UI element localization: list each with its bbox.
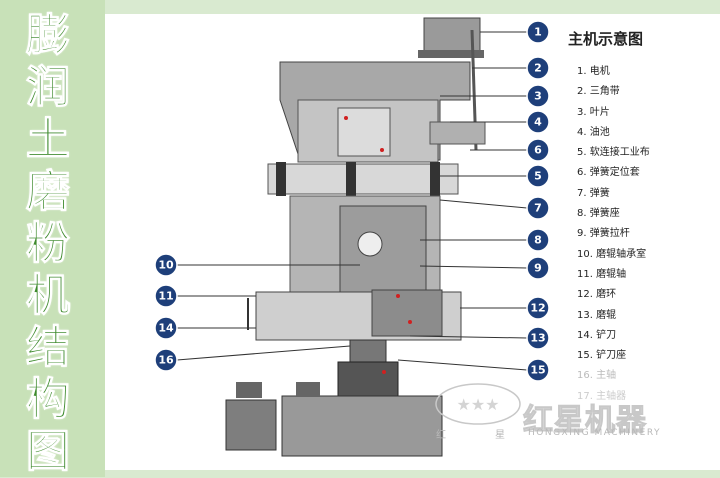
main-shaft: [349, 339, 387, 363]
callout-12: 12: [526, 296, 550, 320]
callout-5: 5: [526, 164, 550, 188]
callout-label: 7: [534, 202, 542, 215]
legend-item: 1. 电机: [577, 66, 610, 77]
red-mark: [380, 148, 384, 152]
callout-label: 12: [530, 302, 545, 315]
red-mark: [396, 294, 400, 298]
callout-13: 13: [526, 326, 550, 350]
legend-item: 15. 铲刀座: [577, 350, 627, 362]
callout-6: 6: [526, 138, 550, 162]
callout-7: 7: [526, 196, 550, 220]
callout-4: 4: [526, 110, 550, 134]
callout-label: 5: [534, 170, 542, 183]
motor-cap: [236, 382, 262, 398]
legend-item: 3. 叶片: [577, 106, 610, 118]
callout-label: 1: [534, 26, 542, 39]
callout-label: 3: [534, 90, 542, 103]
callout-label: 11: [158, 290, 173, 303]
callout-10: 10: [154, 253, 178, 277]
callout-label: 15: [530, 364, 545, 377]
title-char: 润: [26, 62, 71, 114]
callout-11: 11: [154, 284, 178, 308]
legend-item: 12. 磨环: [577, 289, 617, 301]
oil-pool: [337, 107, 391, 157]
red-mark: [344, 116, 348, 120]
callout-16: 16: [154, 348, 178, 372]
svg-text:★★★: ★★★: [456, 395, 499, 414]
red-mark: [382, 370, 386, 374]
legend-item: 5. 软连接工业布: [577, 147, 650, 159]
callout-15: 15: [526, 358, 550, 382]
bearing-housing: [357, 231, 383, 257]
title-char: 结: [26, 322, 71, 374]
legend-item: 7. 弹簧: [577, 187, 610, 199]
legend-item: 4. 油池: [577, 126, 610, 138]
grinding-ring: [371, 289, 443, 337]
watermark-small-left: 红: [436, 430, 446, 441]
title-char: 图: [26, 426, 71, 478]
spring-right: [430, 162, 440, 196]
legend-item: 11. 磨辊轴: [577, 268, 627, 280]
callout-label: 6: [534, 144, 542, 157]
reducer: [281, 395, 443, 457]
legend-list: 1. 电机 2. 三角带 3. 叶片 4. 油池 5. 软连接工业布 6. 弹簧…: [577, 62, 650, 407]
callout-9: 9: [526, 256, 550, 280]
red-mark: [408, 320, 412, 324]
spring-middle: [346, 162, 356, 196]
legend-item: 6. 弹簧定位套: [577, 167, 640, 179]
motor-base: [418, 50, 484, 58]
side-bracket: [429, 121, 486, 145]
leader-lines: [176, 31, 528, 371]
watermark-brand: 红星机器: [523, 403, 647, 439]
callout-label: 8: [534, 234, 542, 247]
callout-3: 3: [526, 84, 550, 108]
callout-label: 9: [534, 262, 542, 275]
title-char: 构: [26, 374, 71, 426]
gearbox-top: [337, 361, 399, 397]
callout-label: 2: [534, 62, 542, 75]
legend-item: 14. 铲刀: [577, 329, 617, 341]
title-char: 粉: [26, 218, 71, 270]
legend-item: 17. 主轴器: [577, 390, 627, 402]
title-char: 磨: [26, 166, 71, 218]
callout-label: 4: [534, 116, 542, 129]
callout-label: 14: [158, 322, 174, 335]
reducer-cap: [296, 382, 320, 396]
title-char: 机: [26, 270, 71, 322]
spring-band: [267, 163, 459, 195]
callout-14: 14: [154, 316, 178, 340]
title-char: 膨: [26, 10, 71, 62]
legend-item: 13. 磨辊: [577, 309, 617, 321]
legend-item: 10. 磨辊轴承室: [577, 248, 647, 260]
spring-left: [276, 162, 286, 196]
legend-item: 8. 弹簧座: [577, 208, 620, 220]
left-title-band: [0, 0, 105, 477]
watermark-small-right: 星: [495, 430, 505, 441]
callout-label: 13: [530, 332, 545, 345]
legend-item: 16. 主轴: [577, 370, 617, 382]
callout-8: 8: [526, 228, 550, 252]
watermark-brand-en: HONGXING MACHINERY: [528, 428, 662, 438]
callout-1: 1: [526, 20, 550, 44]
callout-2: 2: [526, 56, 550, 80]
legend-item: 2. 三角带: [577, 86, 620, 98]
callout-label: 16: [158, 354, 174, 367]
legend-item: 9. 弹簧拉杆: [577, 228, 630, 240]
legend-title: 主机示意图: [568, 30, 644, 48]
title-char: 土: [26, 114, 71, 166]
bottom-motor: [225, 399, 277, 451]
vertical-title: 膨 润 土 磨 粉 机 结 构 图: [18, 10, 78, 478]
watermark-logo: ★★★: [435, 383, 521, 425]
callout-label: 10: [158, 259, 174, 272]
